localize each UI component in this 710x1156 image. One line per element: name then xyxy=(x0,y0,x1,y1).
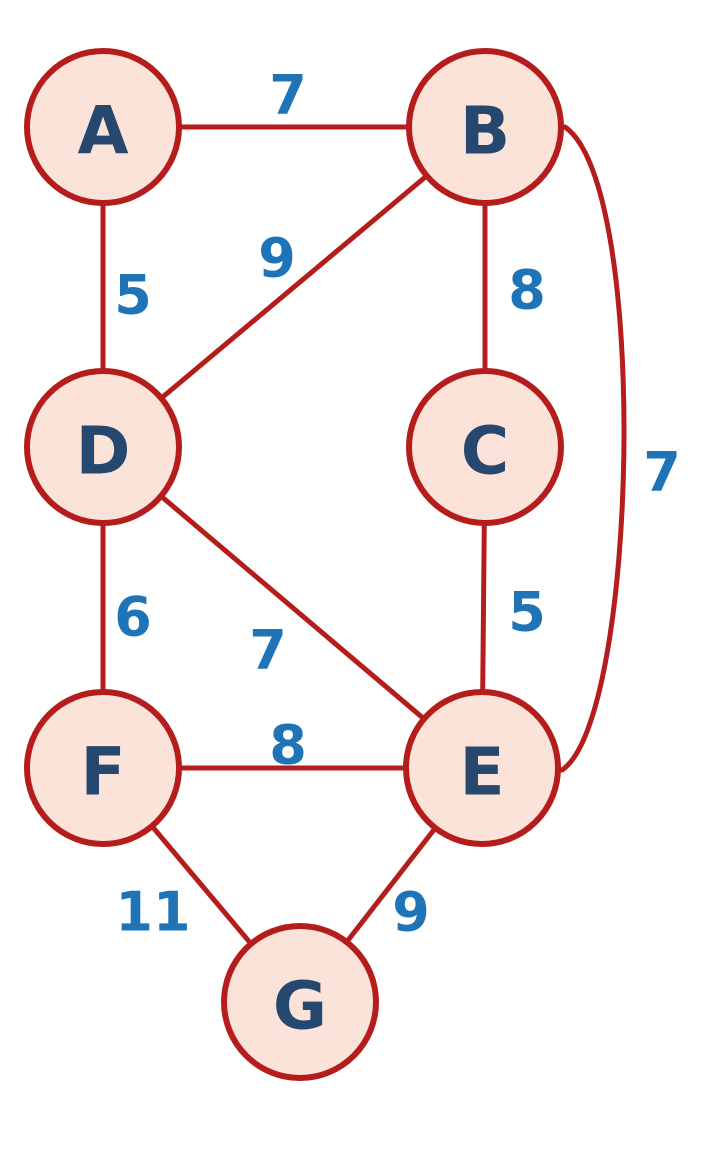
edge-weight-d-f: 6 xyxy=(114,586,152,649)
edge-weight-b-c: 8 xyxy=(508,259,546,322)
edge-weight-e-g: 9 xyxy=(392,881,430,944)
weights-layer: 7 5 9 8 7 5 7 6 8 11 9 xyxy=(114,64,681,944)
edge-weight-d-e: 7 xyxy=(249,619,287,682)
node-circle-d xyxy=(24,368,182,526)
edge-b-d xyxy=(100,124,488,450)
node-label-d: D xyxy=(76,413,131,490)
node-label-a: A xyxy=(77,93,128,170)
edge-d-e xyxy=(100,444,485,771)
edge-weight-f-e: 8 xyxy=(269,714,307,777)
edge-weight-a-d: 5 xyxy=(114,264,152,327)
node-circle-c xyxy=(406,368,564,526)
node-label-c: C xyxy=(461,413,509,490)
node-label-e: E xyxy=(459,734,504,811)
node-a: A xyxy=(24,48,182,206)
edge-weight-c-e: 5 xyxy=(508,581,546,644)
edge-weight-b-e: 7 xyxy=(643,441,681,504)
edge-b-e xyxy=(559,124,627,773)
node-f: F xyxy=(24,689,182,847)
node-b: B xyxy=(406,48,564,206)
node-circle-b xyxy=(406,48,564,206)
edge-weight-b-d: 9 xyxy=(258,227,296,290)
node-label-f: F xyxy=(80,734,125,811)
nodes-layer: A B C D E F G xyxy=(24,48,564,1081)
node-g: G xyxy=(221,923,379,1081)
node-circle-f xyxy=(24,689,182,847)
node-circle-e xyxy=(403,689,561,847)
node-circle-g xyxy=(221,923,379,1081)
edge-weight-f-g: 11 xyxy=(115,881,190,944)
edge-weight-a-b: 7 xyxy=(269,64,307,127)
node-c: C xyxy=(406,368,564,526)
node-circle-a xyxy=(24,48,182,206)
node-label-b: B xyxy=(460,93,510,170)
node-label-g: G xyxy=(273,968,327,1045)
edges-layer xyxy=(100,124,627,1005)
node-e: E xyxy=(403,689,561,847)
node-d: D xyxy=(24,368,182,526)
